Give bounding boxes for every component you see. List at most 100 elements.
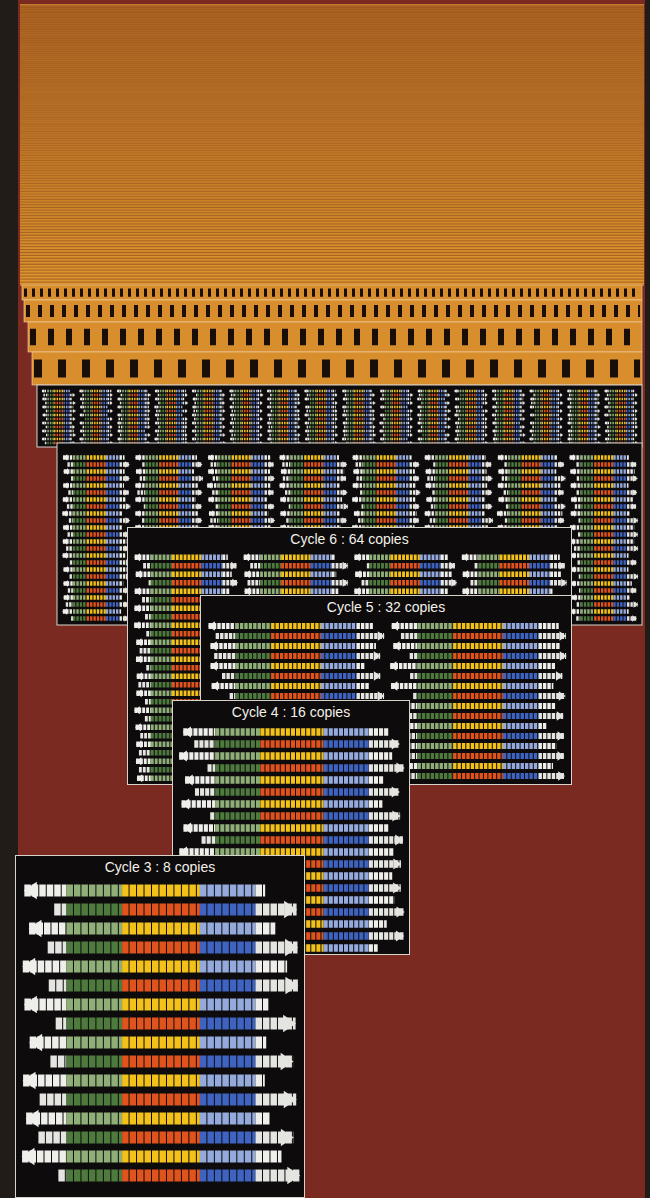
strand-segment <box>408 434 413 436</box>
strand-segment <box>176 430 183 432</box>
strand-segment <box>542 402 551 404</box>
strand-arrow <box>110 433 113 437</box>
strand-segment <box>497 390 504 392</box>
strand-segment <box>458 418 460 420</box>
stripe-line <box>20 22 644 23</box>
strand-arrow <box>63 580 68 587</box>
stripe-line <box>20 161 644 162</box>
strand-segment <box>363 418 370 420</box>
strand-arrow <box>635 425 638 429</box>
strand-segment <box>160 438 167 440</box>
strand-segment <box>160 422 167 424</box>
strand-arrow <box>154 437 157 441</box>
strand-segment <box>633 406 634 408</box>
strand-segment <box>422 390 429 392</box>
strand-segment <box>457 426 460 428</box>
strand-segment <box>495 426 497 428</box>
stripe-line <box>20 93 644 94</box>
strand-arrow <box>192 405 195 409</box>
strand-segment <box>251 414 258 416</box>
strand-segment <box>610 410 617 412</box>
strand-segment <box>317 434 326 436</box>
strand-segment <box>460 390 467 392</box>
strand-arrow <box>79 437 82 441</box>
ground <box>18 0 645 1198</box>
strand-segment <box>401 394 408 396</box>
strand-segment <box>438 402 445 404</box>
strand-segment <box>145 504 159 508</box>
strand-segment <box>385 394 392 396</box>
stripe-line <box>20 61 644 62</box>
strand-arrow <box>523 433 526 437</box>
strand-segment <box>272 390 279 392</box>
stripe-line <box>20 87 644 88</box>
strand-segment <box>85 406 92 408</box>
strand-segment <box>54 430 63 432</box>
strand-arrow <box>635 417 638 421</box>
strand-segment <box>513 406 520 408</box>
strand-segment <box>363 430 370 432</box>
strand-segment <box>408 430 411 432</box>
stripe-line <box>20 247 644 249</box>
stripe-line <box>20 68 644 69</box>
stripe-line <box>20 19 644 20</box>
strand-segment <box>633 430 635 432</box>
strand-segment <box>460 414 467 416</box>
far-panel <box>28 322 642 352</box>
strand-segment <box>122 398 129 400</box>
strand-arrow <box>454 405 457 409</box>
stripe-line <box>20 203 644 204</box>
stripe-line <box>20 89 644 90</box>
strand-segment <box>504 402 513 404</box>
strand-arrow <box>117 437 120 441</box>
strand-segment <box>106 567 120 571</box>
strand-arrow <box>417 421 420 425</box>
strand-segment <box>160 394 167 396</box>
strand-segment <box>268 430 273 432</box>
strand-arrow <box>135 454 140 461</box>
strand-segment <box>626 410 633 412</box>
strand-arrow <box>560 425 563 429</box>
strand-segment <box>588 418 595 420</box>
strand-arrow <box>297 393 300 397</box>
strand-segment <box>108 398 112 400</box>
strand-segment <box>167 418 176 420</box>
strand-arrow <box>567 429 570 433</box>
strand-segment <box>145 418 150 420</box>
strand-arrow <box>117 421 120 425</box>
stripe-line <box>20 88 644 89</box>
strand-segment <box>80 390 85 392</box>
strand-segment <box>317 394 326 396</box>
stripe-line <box>20 155 644 156</box>
strand-segment <box>588 410 595 412</box>
strand-segment <box>445 438 447 440</box>
strand-segment <box>370 410 374 412</box>
strand-segment <box>272 430 279 432</box>
strand-segment <box>385 426 392 428</box>
strand-segment <box>145 462 159 466</box>
strand-segment <box>392 406 401 408</box>
strand-segment <box>54 410 63 412</box>
strand-segment <box>520 390 522 392</box>
strand-arrow <box>192 389 195 393</box>
strand-segment <box>295 430 296 432</box>
strand-segment <box>73 546 87 550</box>
strand-segment <box>106 616 120 620</box>
strand-arrow <box>185 393 188 397</box>
stripe-line <box>20 225 644 227</box>
strand-segment <box>145 469 159 473</box>
strand-segment <box>363 410 370 412</box>
strand-segment <box>542 394 551 396</box>
strand-segment <box>605 398 610 400</box>
strand-segment <box>251 504 265 508</box>
strand-segment <box>533 394 534 396</box>
strand-segment <box>101 390 108 392</box>
strand-segment <box>230 422 235 424</box>
strand-segment <box>159 511 178 515</box>
strand-segment <box>142 518 145 522</box>
stripe-line <box>20 175 644 176</box>
strand-arrow <box>447 433 450 437</box>
strand-segment <box>380 422 385 424</box>
strand-segment <box>87 602 106 606</box>
